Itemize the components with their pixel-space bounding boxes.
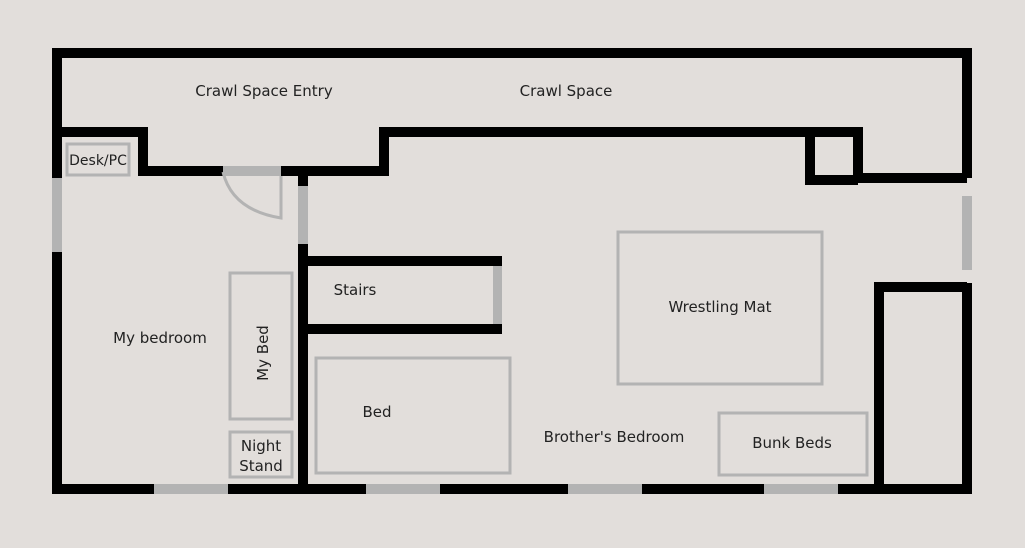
door-swing-icon (221, 171, 283, 220)
right-room-wall (874, 282, 967, 489)
wrestling-mat-label: Wrestling Mat (668, 298, 771, 316)
bed (314, 356, 512, 475)
my-bedroom-label: My bedroom (113, 329, 207, 347)
window-bottom-4 (764, 484, 838, 494)
crawl-space-label: Crawl Space (520, 82, 613, 100)
desk-label: Desk/PC (69, 153, 127, 169)
closet-wall (805, 132, 858, 185)
bed-label: Bed (362, 403, 391, 421)
window-left (52, 178, 62, 252)
stairs-end (493, 266, 502, 324)
my-bed-label: My Bed (254, 325, 272, 381)
door-opening (223, 166, 281, 176)
night-stand-label-1: Night (241, 437, 281, 455)
door[interactable] (221, 166, 283, 220)
desk (65, 142, 131, 177)
night-stand-label-2: Stand (239, 457, 283, 475)
brothers-bedroom-label: Brother's Bedroom (544, 428, 685, 446)
outer-wall (52, 48, 972, 494)
stairs-label: Stairs (334, 281, 377, 299)
night-stand (228, 430, 294, 479)
doorway-stairs (298, 186, 308, 244)
crawl-space-entry-label: Crawl Space Entry (195, 82, 333, 100)
my-bed (228, 271, 294, 421)
window-bottom-2 (366, 484, 440, 494)
window-bottom-1 (154, 484, 228, 494)
windows (52, 178, 972, 494)
furniture (65, 142, 869, 479)
crawl-space-wall (57, 127, 967, 183)
wrestling-mat (616, 230, 824, 386)
bunk-beds (717, 411, 869, 477)
bunk-beds-label: Bunk Beds (752, 434, 832, 452)
window-bottom-3 (568, 484, 642, 494)
walls (52, 48, 972, 494)
window-right (962, 196, 972, 270)
